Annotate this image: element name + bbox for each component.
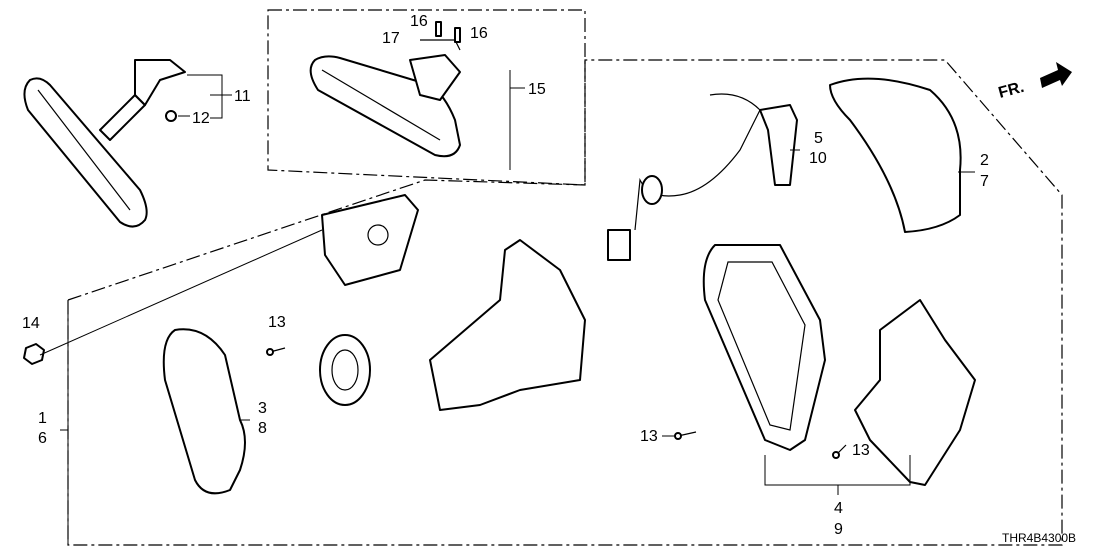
rearview-mirror-part-11 xyxy=(23,59,186,228)
callout-12: 12 xyxy=(192,110,210,127)
callout-4: 4 xyxy=(834,500,843,517)
callout-1: 1 xyxy=(38,410,47,427)
front-arrow-icon xyxy=(1040,62,1072,88)
mirror-housing-base xyxy=(429,239,586,411)
callout-13: 13 xyxy=(640,428,658,445)
screw-part-13 xyxy=(674,431,697,440)
callout-3: 3 xyxy=(258,400,267,417)
callout-7: 7 xyxy=(980,173,989,190)
harness-part-5-10 xyxy=(607,93,798,261)
drawing-code: THR4B4300B xyxy=(1002,531,1076,545)
callout-6: 6 xyxy=(38,430,47,447)
callout-10: 10 xyxy=(809,150,827,167)
callout-16: 16 xyxy=(470,25,488,42)
door-mirror-group-boundary xyxy=(67,59,1063,546)
callout-5: 5 xyxy=(814,130,823,147)
callout-9: 9 xyxy=(834,521,843,538)
screw-part-13 xyxy=(266,347,286,356)
callout-2: 2 xyxy=(980,152,989,169)
callout-15: 15 xyxy=(528,81,546,98)
screw-part-13 xyxy=(832,444,847,459)
rearview-mirror-part-15 xyxy=(309,21,461,158)
callout-8: 8 xyxy=(258,420,267,437)
mirror-frame-part-4-9 xyxy=(702,244,826,451)
nut-part-14 xyxy=(23,343,45,365)
callout-13: 13 xyxy=(268,314,286,331)
mirror-actuator xyxy=(319,334,371,406)
mirror-glass-part-3-8 xyxy=(162,328,246,495)
callout-11: 11 xyxy=(234,88,251,105)
mirror-cover-part-2-7 xyxy=(829,77,962,233)
callout-16: 16 xyxy=(410,13,428,30)
lower-cover xyxy=(854,299,976,486)
callout-13: 13 xyxy=(852,442,870,459)
rearview-mirror-group-boundary xyxy=(267,9,586,186)
front-indicator: FR. xyxy=(997,79,1026,102)
callout-17: 17 xyxy=(382,30,400,47)
callout-14: 14 xyxy=(22,315,40,332)
